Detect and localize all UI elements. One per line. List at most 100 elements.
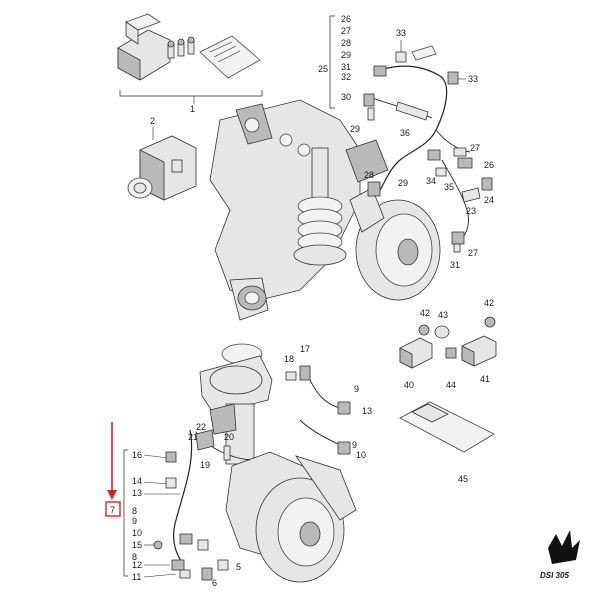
callout-33b[interactable]: 33 <box>468 74 478 84</box>
callout-14[interactable]: 14 <box>132 476 142 486</box>
front-sensor-17[interactable] <box>285 365 311 381</box>
callout-29b[interactable]: 29 <box>350 124 360 134</box>
callout-28b[interactable]: 28 <box>364 170 374 180</box>
callout-41[interactable]: 41 <box>480 374 490 384</box>
sensor-5-6[interactable] <box>201 559 229 581</box>
callout-31a[interactable]: 31 <box>341 62 351 72</box>
watermark-logo: DSI 305 <box>540 530 580 580</box>
callout-26b[interactable]: 26 <box>484 160 494 170</box>
module-41[interactable] <box>461 335 497 367</box>
sensor-30[interactable] <box>363 93 375 121</box>
callout-17[interactable]: 17 <box>300 344 310 354</box>
callout-20[interactable]: 20 <box>224 432 234 442</box>
callout-8a[interactable]: 8 <box>132 506 137 516</box>
callout-23[interactable]: 23 <box>466 206 476 216</box>
callout-9b-label[interactable]: 9 <box>352 440 357 450</box>
callout-10[interactable]: 10 <box>356 450 366 460</box>
sensor-12-11[interactable] <box>171 559 191 579</box>
coil-spring-shock <box>293 147 347 266</box>
nut-42-right[interactable] <box>484 316 496 328</box>
clip-16[interactable] <box>165 451 177 463</box>
callout-13b[interactable]: 13 <box>132 488 142 498</box>
sensor-31-bottom[interactable] <box>451 231 465 253</box>
control-unit-45[interactable] <box>399 401 495 453</box>
callout-12[interactable]: 12 <box>132 560 142 570</box>
callout-42a[interactable]: 42 <box>420 308 430 318</box>
clip-33-right[interactable] <box>447 71 459 85</box>
clip-14[interactable] <box>165 477 177 489</box>
clip-44[interactable] <box>445 347 457 359</box>
nut-42-left[interactable] <box>418 324 430 336</box>
callout-26a[interactable]: 26 <box>341 14 351 24</box>
callout-25[interactable]: 25 <box>318 64 328 74</box>
callout-29a[interactable]: 29 <box>341 50 351 60</box>
group-brace-7 <box>123 449 128 577</box>
callout-15[interactable]: 15 <box>132 540 142 550</box>
front-connector-13[interactable] <box>337 401 351 415</box>
callout-13a[interactable]: 13 <box>362 406 372 416</box>
group-brace-25 <box>329 15 335 109</box>
grommet-43[interactable] <box>434 325 450 339</box>
callout-45[interactable]: 45 <box>458 474 468 484</box>
leader <box>143 481 169 485</box>
screws-set <box>167 36 195 59</box>
callout-27b[interactable]: 27 <box>470 143 480 153</box>
pin-20[interactable] <box>223 445 231 461</box>
connector-32[interactable] <box>373 65 387 77</box>
callout-19[interactable]: 19 <box>200 460 210 470</box>
callout-29c[interactable]: 29 <box>398 178 408 188</box>
callout-43[interactable]: 43 <box>438 310 448 320</box>
connector-28[interactable] <box>367 181 381 197</box>
callout-33a[interactable]: 33 <box>396 28 406 38</box>
module-40[interactable] <box>399 337 433 369</box>
callout-24[interactable]: 24 <box>484 195 494 205</box>
callout-28a[interactable]: 28 <box>341 38 351 48</box>
callout-16[interactable]: 16 <box>132 450 142 460</box>
callout-11[interactable]: 11 <box>132 572 141 582</box>
callout-36[interactable]: 36 <box>400 128 410 138</box>
connector-26-27[interactable] <box>453 147 473 169</box>
grommet-15[interactable] <box>153 540 163 550</box>
callout-27a[interactable]: 27 <box>341 26 351 36</box>
callout-6[interactable]: 6 <box>212 578 217 588</box>
callout-18[interactable]: 18 <box>284 354 294 364</box>
bracket-36[interactable] <box>395 101 429 121</box>
callout-2[interactable]: 2 <box>150 116 155 126</box>
callout-9a[interactable]: 9 <box>354 384 359 394</box>
callout-1[interactable]: 1 <box>190 104 195 114</box>
highlight-box <box>105 501 121 517</box>
callout-7[interactable]: 7 <box>110 505 115 515</box>
callout-44[interactable]: 44 <box>446 380 456 390</box>
sensor-35-34[interactable] <box>427 149 447 177</box>
front-knuckle-hub <box>225 451 357 583</box>
callout-42b[interactable]: 42 <box>484 298 494 308</box>
bracket-24-23[interactable] <box>461 177 493 203</box>
front-connector-10[interactable] <box>337 441 351 455</box>
highlight-arrow <box>107 422 117 500</box>
leader <box>143 454 169 459</box>
control-unit-kit[interactable] <box>117 13 171 81</box>
callout-34[interactable]: 34 <box>426 176 436 186</box>
abs-hydraulic-unit[interactable] <box>127 135 197 201</box>
callout-27c[interactable]: 27 <box>468 248 478 258</box>
callout-40[interactable]: 40 <box>404 380 414 390</box>
callout-31b[interactable]: 31 <box>450 260 460 270</box>
sensor-33-top[interactable] <box>395 45 437 63</box>
watermark-text: DSI 305 <box>540 571 569 580</box>
callout-35[interactable]: 35 <box>444 182 454 192</box>
callout-10b[interactable]: 10 <box>132 528 142 538</box>
callout-5[interactable]: 5 <box>236 562 241 572</box>
instruction-sheet <box>199 35 261 79</box>
connector-8-9[interactable] <box>179 533 209 551</box>
bracket-19[interactable] <box>195 429 215 451</box>
callout-9c[interactable]: 9 <box>132 516 137 526</box>
callout-8b[interactable]: 8 <box>132 552 137 562</box>
group-brace-1 <box>119 90 263 97</box>
callout-21[interactable]: 21 <box>188 432 198 442</box>
callout-32a[interactable]: 32 <box>341 72 351 82</box>
callout-22[interactable]: 22 <box>196 422 206 432</box>
leader <box>143 573 177 578</box>
callout-30[interactable]: 30 <box>341 92 351 102</box>
